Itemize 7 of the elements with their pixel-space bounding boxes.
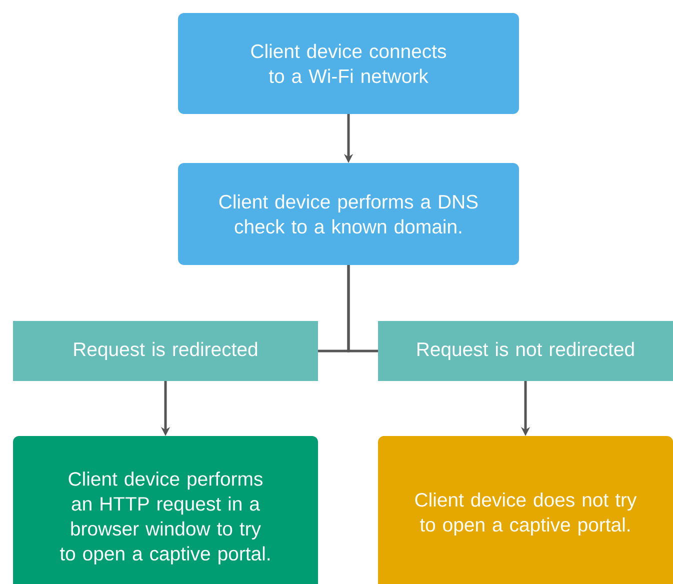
outcome-band: Request is not redirected: [378, 320, 673, 381]
process-box: Client device connects to a Wi-Fi network: [178, 13, 519, 114]
connector: [347, 264, 378, 352]
result-box: Client device performs an HTTP request in a browser window to try to open a captive portal.: [13, 436, 318, 584]
result-box: Client device does not try to open a captive portal.: [378, 436, 673, 584]
outcome-band: Request is redirected: [13, 320, 318, 381]
process-box: Client device performs a DNS check to a known domain.: [178, 162, 519, 265]
